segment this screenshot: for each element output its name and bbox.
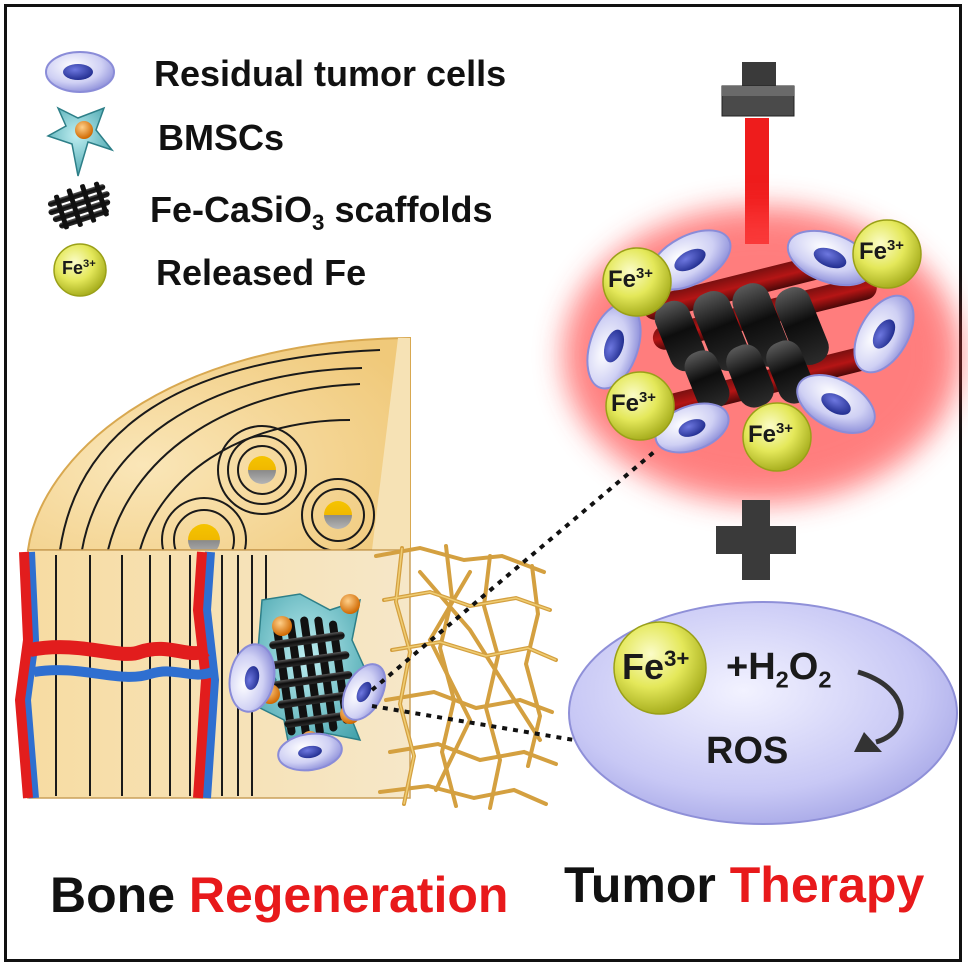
reaction-reagent-label: +H2O2 bbox=[726, 646, 832, 693]
legend-ion-label: Fe3+ bbox=[62, 258, 96, 278]
osteon-icon bbox=[217, 425, 307, 515]
bone-section bbox=[14, 336, 411, 799]
tumor-cluster bbox=[562, 205, 962, 505]
caption-tumor-therapy: Tumor Therapy bbox=[564, 857, 925, 913]
cluster-tumor-cells bbox=[586, 229, 915, 454]
legend-label-scaffolds: Fe-CaSiO3 scaffolds bbox=[150, 189, 493, 236]
cluster-ion-label: Fe3+ bbox=[611, 390, 656, 417]
caption-bone-regeneration: Bone Regeneration bbox=[50, 867, 509, 923]
cluster-ion-label: Fe3+ bbox=[608, 266, 653, 293]
cluster-fe-ions bbox=[602, 219, 922, 472]
cluster-ion-label: Fe3+ bbox=[748, 421, 793, 448]
reaction-product-label: ROS bbox=[706, 730, 789, 772]
plus-icon bbox=[716, 500, 796, 580]
reaction-ellipse bbox=[568, 601, 958, 825]
fe-ion-icon bbox=[53, 243, 107, 297]
scaffold-icon bbox=[47, 181, 111, 230]
bmsc-icon bbox=[46, 106, 115, 177]
legend-label-released-fe: Released Fe bbox=[156, 252, 367, 293]
implant-site bbox=[228, 593, 387, 772]
cluster-ion-label: Fe3+ bbox=[859, 238, 904, 265]
laser-device-icon bbox=[721, 62, 795, 117]
legend-label-bmscs: BMSCs bbox=[158, 117, 285, 158]
blood-vessels bbox=[14, 551, 220, 799]
legend-label-tumor-cells: Residual tumor cells bbox=[154, 53, 507, 94]
reaction-ion-label: Fe3+ bbox=[622, 646, 690, 687]
implant-tumor-cells bbox=[228, 643, 387, 772]
reaction-arrow-icon bbox=[857, 669, 904, 745]
zoom-connectors bbox=[370, 450, 656, 742]
tumor-cell-icon bbox=[45, 51, 115, 93]
figure-frame bbox=[4, 4, 962, 962]
reaction-arrow-head bbox=[854, 732, 882, 752]
osteon-icon bbox=[301, 478, 375, 552]
